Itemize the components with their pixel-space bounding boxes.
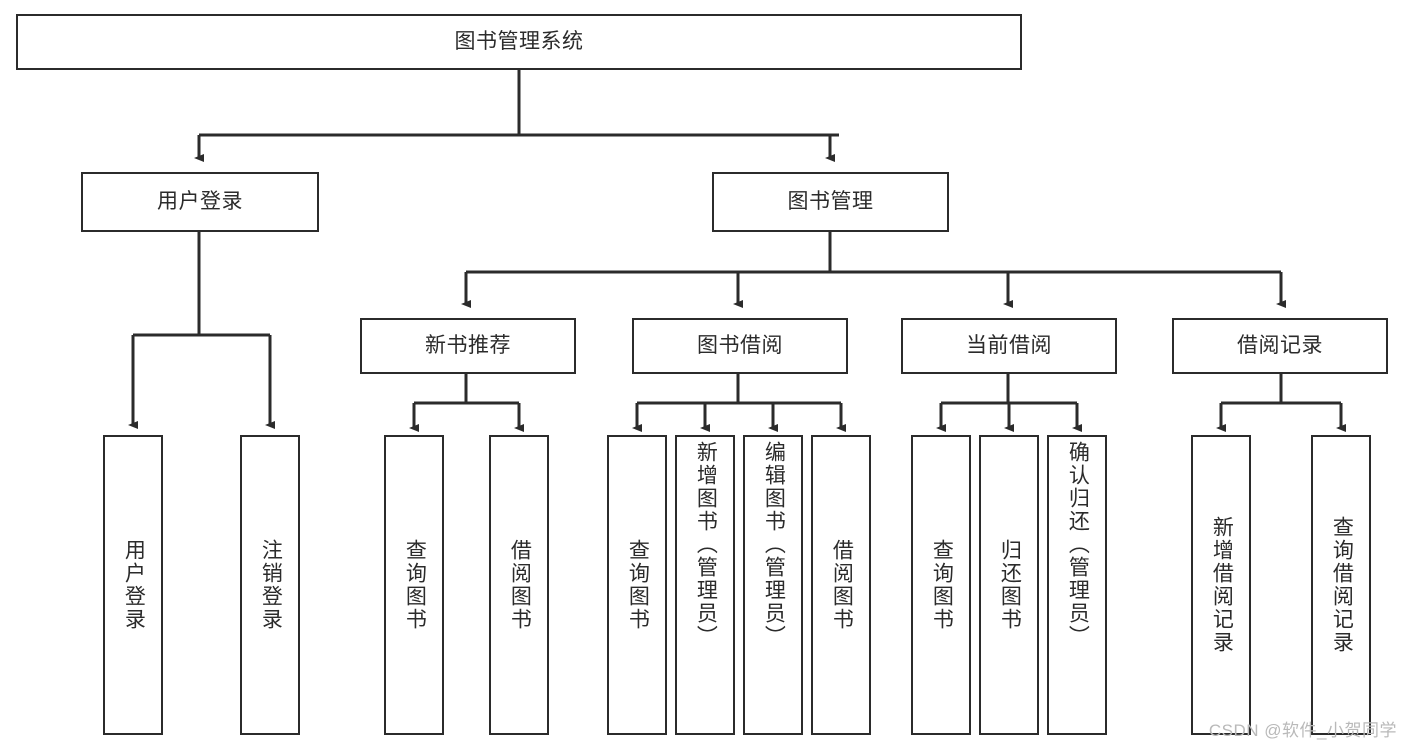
leaf-new-book-borrow[interactable]: 借阅图书 [489,435,549,735]
node-label: 新增图书（管理员） [694,441,718,648]
node-label: 查询借阅记录 [1330,516,1354,654]
node-label: 图书借阅 [697,334,783,358]
leaf-book-borrow-query[interactable]: 查询图书 [607,435,667,735]
node-label: 图书管理系统 [454,30,584,54]
node-new-book-recommend[interactable]: 新书推荐 [360,318,576,374]
node-label: 用户登录 [122,539,146,631]
node-label: 归还图书 [998,539,1022,631]
leaf-book-borrow-edit[interactable]: 编辑图书（管理员） [743,435,803,735]
leaf-borrow-record-add[interactable]: 新增借阅记录 [1191,435,1251,735]
node-label: 用户登录 [157,190,243,214]
leaf-current-borrow-return[interactable]: 归还图书 [979,435,1039,735]
leaf-book-borrow-add[interactable]: 新增图书（管理员） [675,435,735,735]
node-label: 当前借阅 [966,334,1052,358]
node-label: 确认归还（管理员） [1066,441,1090,648]
leaf-book-borrow-borrow[interactable]: 借阅图书 [811,435,871,735]
leaf-borrow-record-query[interactable]: 查询借阅记录 [1311,435,1371,735]
csdn-watermark: CSDN @软件_小贺同学 [1208,721,1397,740]
node-label: 查询图书 [403,539,427,631]
node-label: 查询图书 [626,539,650,631]
node-label: 注销登录 [259,539,283,631]
node-borrow-record[interactable]: 借阅记录 [1172,318,1388,374]
leaf-current-borrow-confirm[interactable]: 确认归还（管理员） [1047,435,1107,735]
leaf-user-login-signin[interactable]: 用户登录 [103,435,163,735]
node-label: 新增借阅记录 [1210,516,1234,654]
node-user-login[interactable]: 用户登录 [81,172,319,232]
node-label: 借阅记录 [1237,334,1323,358]
node-book-management[interactable]: 图书管理 [712,172,949,232]
node-book-borrow[interactable]: 图书借阅 [632,318,848,374]
leaf-user-login-signout[interactable]: 注销登录 [240,435,300,735]
node-book-management-system[interactable]: 图书管理系统 [16,14,1022,70]
node-label: 图书管理 [787,190,874,214]
node-current-borrow[interactable]: 当前借阅 [901,318,1117,374]
leaf-new-book-query[interactable]: 查询图书 [384,435,444,735]
leaf-current-borrow-query[interactable]: 查询图书 [911,435,971,735]
node-label: 借阅图书 [830,539,854,631]
node-label: 新书推荐 [425,334,511,358]
node-label: 查询图书 [930,539,954,631]
node-label: 编辑图书（管理员） [762,441,786,648]
node-label: 借阅图书 [508,539,532,631]
